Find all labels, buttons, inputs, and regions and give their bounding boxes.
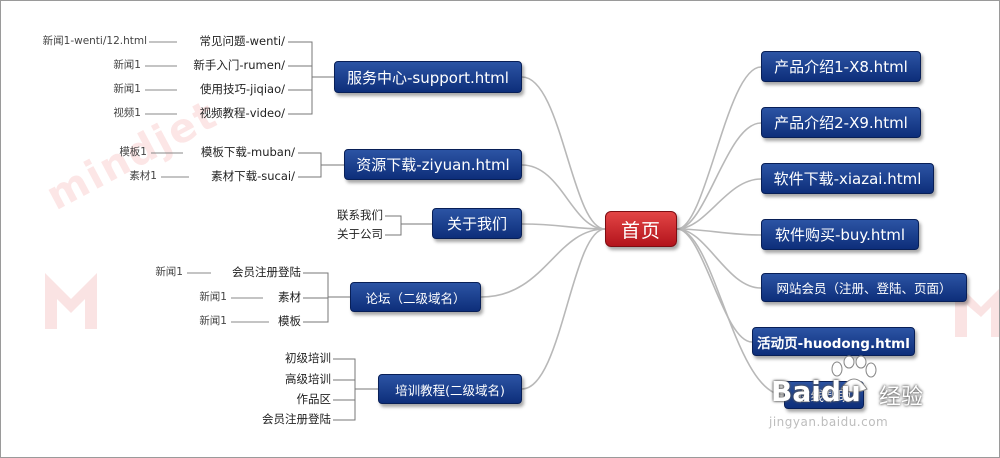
wire-right-5 [676,228,762,289]
node-training[interactable]: 培训教程(二级域名) [378,374,522,404]
leaf-forum-material-news[interactable]: 新闻1 [199,291,227,303]
label-faq[interactable]: 常见问题-wenti/ [199,34,286,48]
baidu-paw-icon [831,355,877,393]
label-advanced-training[interactable]: 高级培训 [285,372,331,386]
wire-right-2 [676,122,762,230]
leaf-news-wenti[interactable]: 新闻1-wenti/12.html [42,35,147,47]
wire-left-4 [480,228,606,298]
label-training-register[interactable]: 会员注册登陆 [262,412,331,426]
bracket-resource-bar [313,152,322,178]
node-service-center[interactable]: 服务中心-support.html [334,61,522,93]
node-forum[interactable]: 论坛（二级域名） [350,282,481,312]
wire-left-5 [521,228,606,390]
mindjet-logo-icon [45,273,97,329]
label-forum-register[interactable]: 会员注册登陆 [232,265,301,279]
leaf-news-rumen[interactable]: 新闻1 [113,59,141,71]
wire-right-4 [676,228,762,236]
wire-left-1 [521,76,606,230]
baidu-logo-word: Baidu [771,375,861,408]
label-forum-material[interactable]: 素材 [278,290,301,304]
node-software-download[interactable]: 软件下载-xiazai.html [761,163,934,194]
label-material-download[interactable]: 素材下载-sucai/ [211,169,295,183]
label-tips[interactable]: 使用技巧-jiqiao/ [200,82,285,96]
leaf-news-jiqiao[interactable]: 新闻1 [113,83,141,95]
label-beginner[interactable]: 新手入门-rumen/ [193,58,285,72]
label-basic-training[interactable]: 初级培训 [285,351,331,365]
leaf-template-1[interactable]: 模板1 [119,146,147,158]
bracket-service-bar [304,41,313,115]
node-product-intro-1[interactable]: 产品介绍1-X8.html [761,51,921,82]
node-about-us[interactable]: 关于我们 [432,208,522,239]
wire-right-3 [676,178,762,230]
leaf-forum-register-news[interactable]: 新闻1 [155,266,183,278]
node-software-buy[interactable]: 软件购买-buy.html [761,219,919,250]
wire-left-3 [521,223,606,230]
label-works-area[interactable]: 作品区 [296,392,332,406]
baidu-jingyan-url: jingyan.baidu.com [769,415,889,429]
leaf-video-1[interactable]: 视频1 [113,107,141,119]
wire-right-7 [676,228,785,396]
node-activity-page[interactable]: 活动页-huodong.html [752,327,915,356]
label-template-download[interactable]: 模板下载-muban/ [200,145,295,159]
label-video[interactable]: 视频教程-video/ [199,106,285,120]
node-site-member[interactable]: 网站会员（注册、登陆、页面） [761,273,967,302]
node-online-help[interactable]: 在线帮助 [784,381,864,409]
label-contact-us[interactable]: 联系我们 [337,208,383,222]
leaf-material-1[interactable]: 素材1 [129,170,157,182]
wire-right-1 [676,66,762,230]
baidu-jingyan-watermark: Baidu 经验 jingyan.baidu.com [767,355,967,435]
center-node-home[interactable]: 首页 [605,211,677,247]
bracket-about-bar [393,215,402,236]
label-forum-template[interactable]: 模板 [278,314,301,328]
baidu-jingyan-suffix: 经验 [879,385,924,410]
wire-right-6 [676,228,753,343]
label-about-company[interactable]: 关于公司 [337,227,383,241]
node-resource-download[interactable]: 资源下载-ziyuan.html [344,149,522,180]
bracket-training-bar [347,358,356,421]
node-product-intro-2[interactable]: 产品介绍2-X9.html [761,107,921,138]
leaf-forum-template-news[interactable]: 新闻1 [199,315,227,327]
wire-left-2 [521,164,606,230]
